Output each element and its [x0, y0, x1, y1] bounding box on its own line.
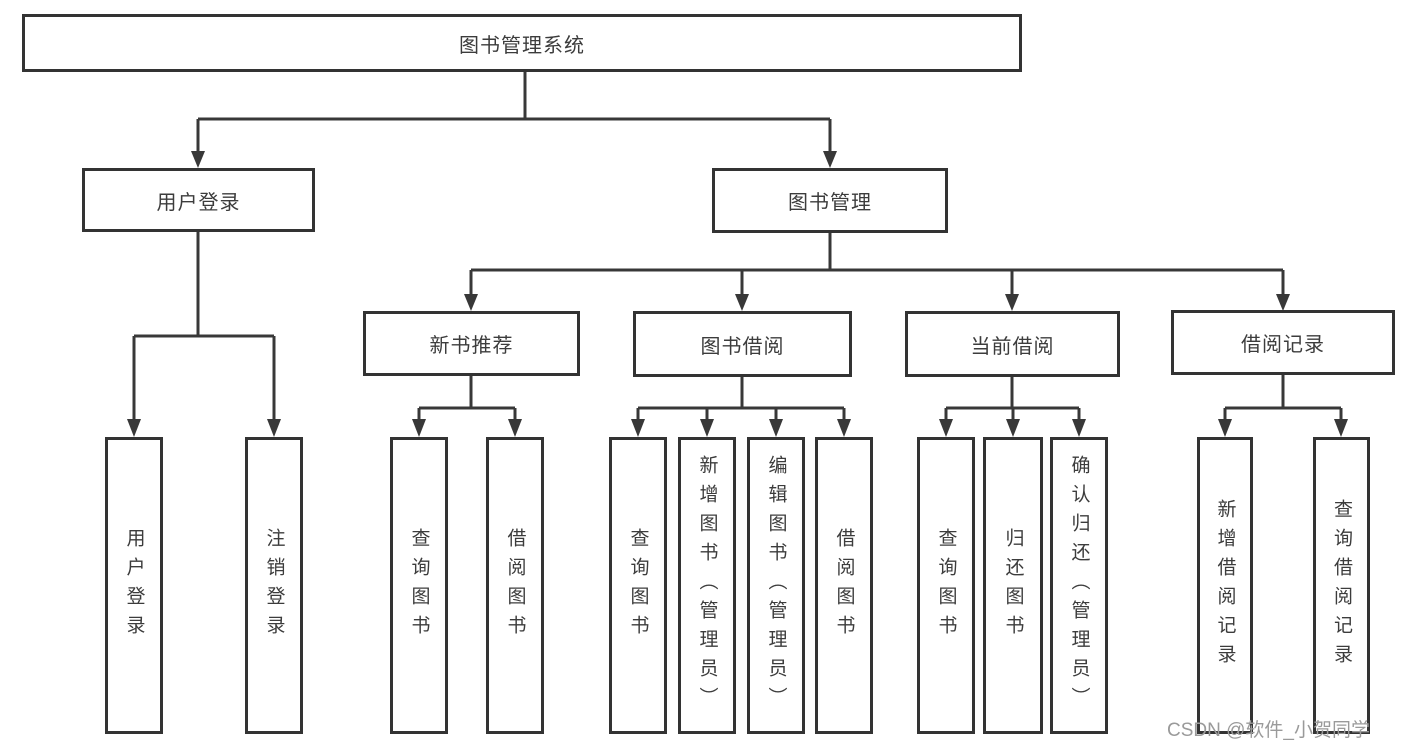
node-user-login: 用户登录 [82, 168, 315, 232]
leaf-user-login: 用户登录 [105, 437, 163, 734]
leaf-borrow-books-label: 借阅图书 [833, 527, 855, 644]
node-borrowing-records: 借阅记录 [1171, 310, 1395, 375]
leaf-borrow-books-rec: 借阅图书 [486, 437, 544, 734]
leaf-query-books-borrow-label: 查询图书 [627, 527, 649, 644]
node-book-borrowing: 图书借阅 [633, 311, 852, 377]
node-current-borrowing-label: 当前借阅 [970, 335, 1055, 358]
arrowhead-icons [127, 151, 1348, 437]
leaf-add-borrow-record: 新增借阅记录 [1197, 437, 1253, 734]
leaf-query-books-rec-label: 查询图书 [408, 527, 430, 644]
node-current-borrowing: 当前借阅 [905, 311, 1120, 377]
node-root-label: 图书管理系统 [459, 34, 585, 57]
node-new-book-recommendation-label: 新书推荐 [429, 335, 514, 357]
node-book-management-label: 图书管理 [788, 192, 872, 214]
leaf-logout-label: 注销登录 [263, 527, 285, 644]
node-user-login-label: 用户登录 [156, 191, 241, 214]
node-root-system: 图书管理系统 [22, 14, 1022, 72]
leaf-return-books-label: 归还图书 [1002, 527, 1024, 644]
leaf-confirm-return-admin-label: 确认归还（管理员） [1068, 455, 1090, 716]
leaf-query-books-current: 查询图书 [917, 437, 975, 734]
leaf-add-books-admin: 新增图书（管理员） [678, 437, 736, 734]
leaf-edit-books-admin-label: 编辑图书（管理员） [765, 455, 787, 716]
leaf-edit-books-admin: 编辑图书（管理员） [747, 437, 805, 734]
leaf-logout: 注销登录 [245, 437, 303, 734]
leaf-query-books-rec: 查询图书 [390, 437, 448, 734]
leaf-query-borrow-record: 查询借阅记录 [1313, 437, 1370, 734]
leaf-query-borrow-record-label: 查询借阅记录 [1331, 498, 1352, 673]
leaf-confirm-return-admin: 确认归还（管理员） [1050, 437, 1108, 734]
leaf-add-borrow-record-label: 新增借阅记录 [1214, 498, 1236, 673]
node-book-management: 图书管理 [712, 168, 948, 233]
node-new-book-recommendation: 新书推荐 [363, 311, 580, 376]
node-book-borrowing-label: 图书借阅 [700, 335, 785, 358]
leaf-user-login-label: 用户登录 [123, 527, 145, 644]
leaf-borrow-books: 借阅图书 [815, 437, 873, 734]
leaf-borrow-books-rec-label: 借阅图书 [504, 527, 526, 644]
leaf-return-books: 归还图书 [983, 437, 1043, 734]
node-borrowing-records-label: 借阅记录 [1241, 334, 1325, 356]
leaf-add-books-admin-label: 新增图书（管理员） [696, 455, 718, 716]
leaf-query-books-borrow: 查询图书 [609, 437, 667, 734]
leaf-query-books-current-label: 查询图书 [935, 527, 957, 644]
csdn-watermark: CSDN @软件_小贺同学 [1167, 720, 1370, 741]
